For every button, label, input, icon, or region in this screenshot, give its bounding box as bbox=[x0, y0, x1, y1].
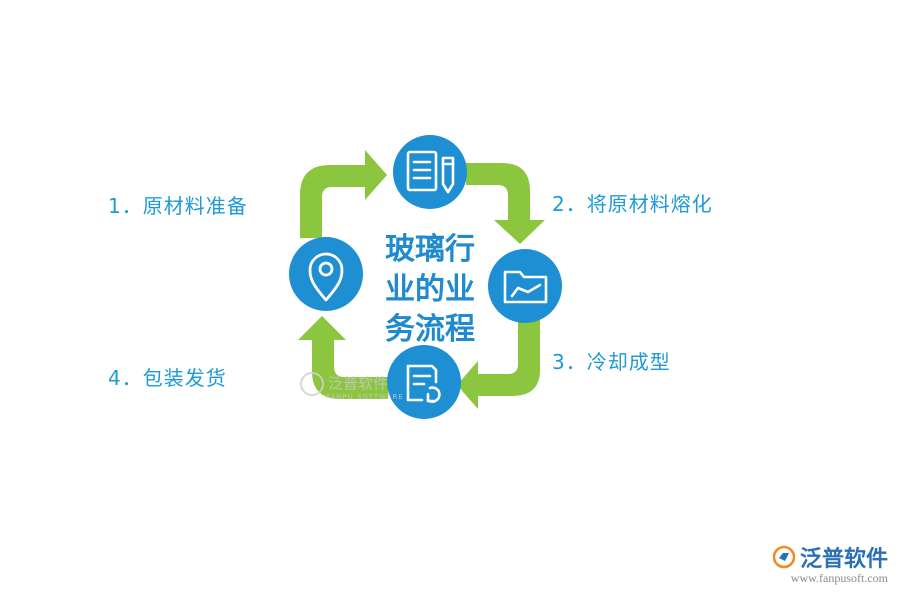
document-pencil-icon bbox=[406, 150, 455, 194]
title-line-2: 业的业 bbox=[385, 272, 475, 307]
step-2-label: 2．将原材料熔化 bbox=[552, 192, 713, 216]
step-2-circle bbox=[488, 249, 562, 323]
step-3-circle bbox=[387, 345, 461, 419]
step-1-label: 1．原材料准备 bbox=[108, 194, 248, 218]
title-line-3: 务流程 bbox=[385, 312, 475, 347]
brand-logo-block: 泛普软件 www.fanpusoft.com bbox=[772, 541, 888, 586]
document-refresh-icon bbox=[406, 364, 441, 403]
step-1-circle bbox=[393, 135, 467, 209]
brand-name: 泛普软件 bbox=[799, 547, 888, 572]
arrow-bottom-right bbox=[457, 318, 540, 409]
step-3-label: 3．冷却成型 bbox=[552, 350, 671, 374]
arrow-top-right bbox=[466, 163, 545, 244]
watermark-subtext: FANPU SOFTWARE bbox=[326, 393, 404, 401]
watermark-text: 泛普软件 bbox=[328, 374, 389, 393]
watermark-logo-icon bbox=[300, 372, 324, 396]
brand-url: www.fanpusoft.com bbox=[790, 571, 888, 585]
folder-icon bbox=[503, 270, 548, 304]
step-4-label: 4．包装发货 bbox=[108, 366, 227, 390]
brand-logo-icon bbox=[772, 545, 796, 569]
location-pin-icon bbox=[308, 252, 344, 302]
arrow-top-left bbox=[300, 150, 387, 238]
diagram-title: 玻璃行 业的业 务流程 bbox=[368, 230, 492, 350]
watermark: 泛普软件 FANPU SOFTWARE bbox=[300, 372, 404, 401]
title-line-1: 玻璃行 bbox=[385, 232, 475, 267]
